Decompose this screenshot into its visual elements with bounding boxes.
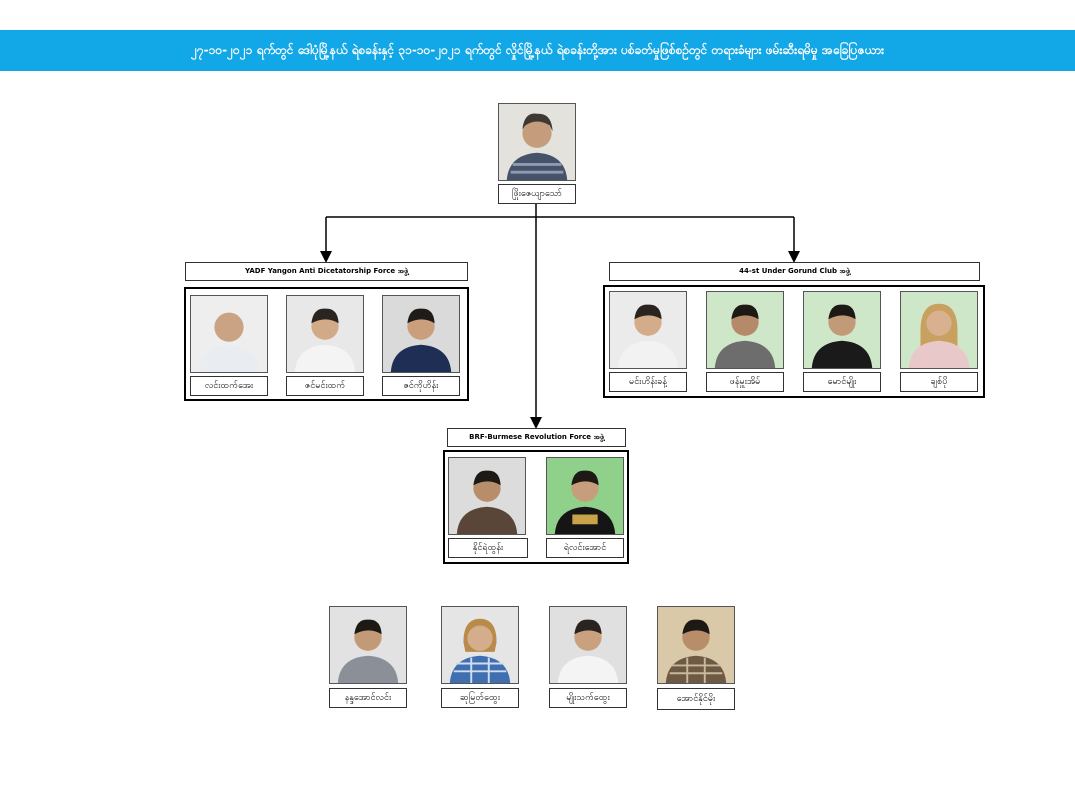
other-photo [329,606,407,684]
leader-photo [498,103,576,181]
member-photo [900,291,978,369]
member-photo [448,457,526,535]
group-label-yadf: YADF Yangon Anti Dicetatorship Force အဖွ… [185,262,468,281]
member-name: ရဲလင်းအောင် [546,538,624,558]
group-label-44st: 44-st Under Gorund Club အဖွဲ့ [609,262,980,281]
member-name: ဇင်မင်းထက် [286,376,364,396]
member-photo [190,295,268,373]
member-photo [286,295,364,373]
member-name: ချစ်ပို [900,372,978,392]
member-photo [382,295,460,373]
other-photo [441,606,519,684]
member-name: မောင်မျိုး [803,372,881,392]
member-name: ဖန်မှူးအိမ် [706,372,784,392]
other-photo [657,606,735,684]
other-photo [549,606,627,684]
group-box-44st: မင်းဟိန်းခန့် ဖန်မှူးအိမ် မောင်မျိုး ချစ… [603,285,985,398]
group-label-brf: BRF-Burmese Revolution Force အဖွဲ့ [447,428,626,447]
group-box-yadf: လင်းထက်အေး ဇင်မင်းထက် ဇင်ကိုဟိန်း [184,287,469,401]
page-title: ၂၇-၁၀-၂၀၂၁ ရက်တွင် ဒေါပုံမြို့နယ် ရဲစခန်… [0,30,1075,71]
other-name: နန္ဒအောင်လင်း [329,688,407,708]
member-name: နိုင်ရဲထွန်း [448,538,528,558]
member-photo [609,291,687,369]
member-name: ဇင်ကိုဟိန်း [382,376,460,396]
member-name: မင်းဟိန်းခန့် [609,372,687,392]
other-name: အောင်နိုင်မိုး [657,688,735,710]
member-photo [803,291,881,369]
member-name: လင်းထက်အေး [190,376,268,396]
group-box-brf: နိုင်ရဲထွန်း ရဲလင်းအောင် [443,450,629,564]
other-name: မျိုးသက်ထွေး [549,688,627,708]
leader-name: ဖြိုးဇေယျာသော် [498,184,576,204]
member-photo [706,291,784,369]
other-name: ဆုမြတ်ထွေး [441,688,519,708]
member-photo [546,457,624,535]
